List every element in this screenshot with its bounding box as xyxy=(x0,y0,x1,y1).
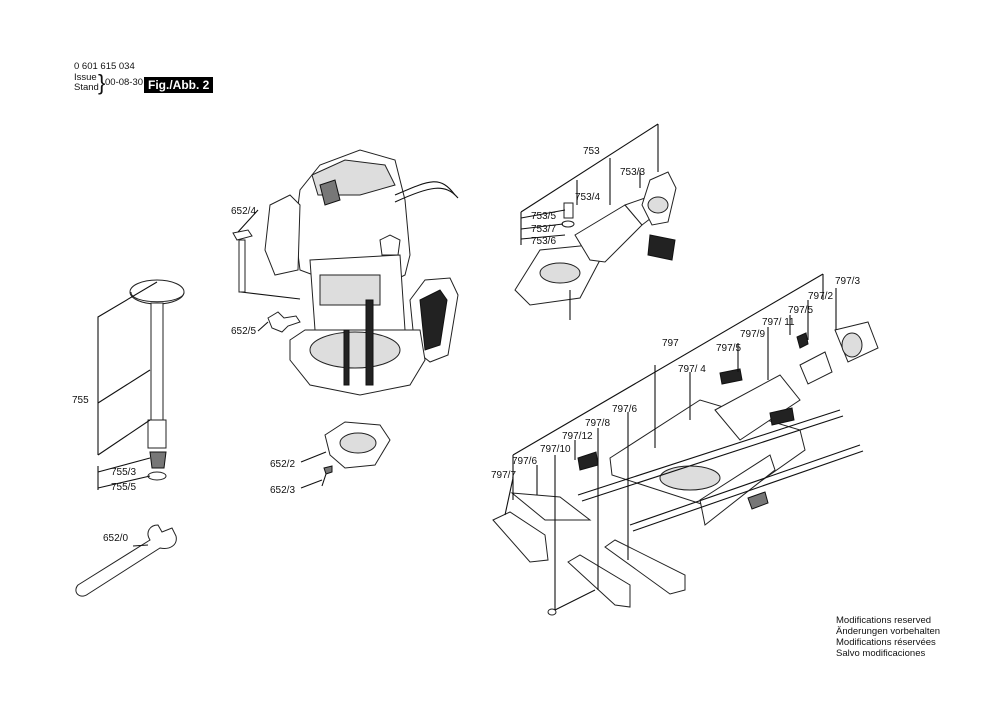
label-753-6: 753/6 xyxy=(531,236,556,247)
label-797-3: 797/3 xyxy=(835,276,860,287)
part-labels: 652/4 652/5 652/2 652/3 652/0 755 755/3 … xyxy=(72,146,860,544)
part-652-4 xyxy=(232,229,253,293)
label-797: 797 xyxy=(662,338,679,349)
note-en: Modifications reserved xyxy=(836,615,932,626)
modifications-note: Modifications reserved Änderungen vorbeh… xyxy=(836,615,940,659)
label-797-6b: 797/6 xyxy=(512,456,537,467)
part-652-5 xyxy=(267,311,301,333)
part-number: 0 601 615 034 xyxy=(74,61,135,72)
router-body xyxy=(264,149,459,396)
label-797-6a: 797/6 xyxy=(612,404,637,415)
label-652-3: 652/3 xyxy=(270,485,295,496)
label-753-4: 753/4 xyxy=(575,192,600,203)
part-652-2 xyxy=(324,421,391,469)
stand-label: Stand xyxy=(74,82,99,93)
part-652-0 xyxy=(75,524,177,597)
issue-label: Issue xyxy=(74,72,97,83)
label-755: 755 xyxy=(72,395,89,406)
label-753-3: 753/3 xyxy=(620,167,645,178)
label-753: 753 xyxy=(583,146,600,157)
label-652-2: 652/2 xyxy=(270,459,295,470)
label-797-11: 797/ 11 xyxy=(762,317,795,328)
part-652-3 xyxy=(321,465,333,487)
label-652-5: 652/5 xyxy=(231,326,256,337)
note-es: Salvo modificaciones xyxy=(836,648,926,659)
label-797-4: 797/ 4 xyxy=(678,364,706,375)
label-652-0: 652/0 xyxy=(103,533,128,544)
label-652-4: 652/4 xyxy=(231,206,256,217)
part-797 xyxy=(492,321,879,616)
label-797-5b: 797/5 xyxy=(716,343,741,354)
label-797-8: 797/8 xyxy=(585,418,610,429)
figure-label: Fig./Abb. 2 xyxy=(144,77,214,93)
issue-date: 00-08-30 xyxy=(105,77,144,88)
part-755 xyxy=(129,279,185,481)
label-753-5: 753/5 xyxy=(531,211,556,222)
label-797-7: 797/7 xyxy=(491,470,516,481)
label-797-9: 797/9 xyxy=(740,329,765,340)
label-797-10: 797/10 xyxy=(540,444,571,455)
label-797-5a: 797/5 xyxy=(788,305,813,316)
brace-glyph: } xyxy=(98,70,106,95)
label-797-12: 797/12 xyxy=(562,431,593,442)
label-755-3: 755/3 xyxy=(111,467,136,478)
label-755-5: 755/5 xyxy=(111,482,136,493)
label-797-2: 797/2 xyxy=(808,291,833,302)
label-753-7: 753/7 xyxy=(531,224,556,235)
leader-lines xyxy=(97,123,837,610)
part-753 xyxy=(514,171,677,320)
note-de: Änderungen vorbehalten xyxy=(836,626,941,637)
note-fr: Modifications réservées xyxy=(836,637,936,648)
